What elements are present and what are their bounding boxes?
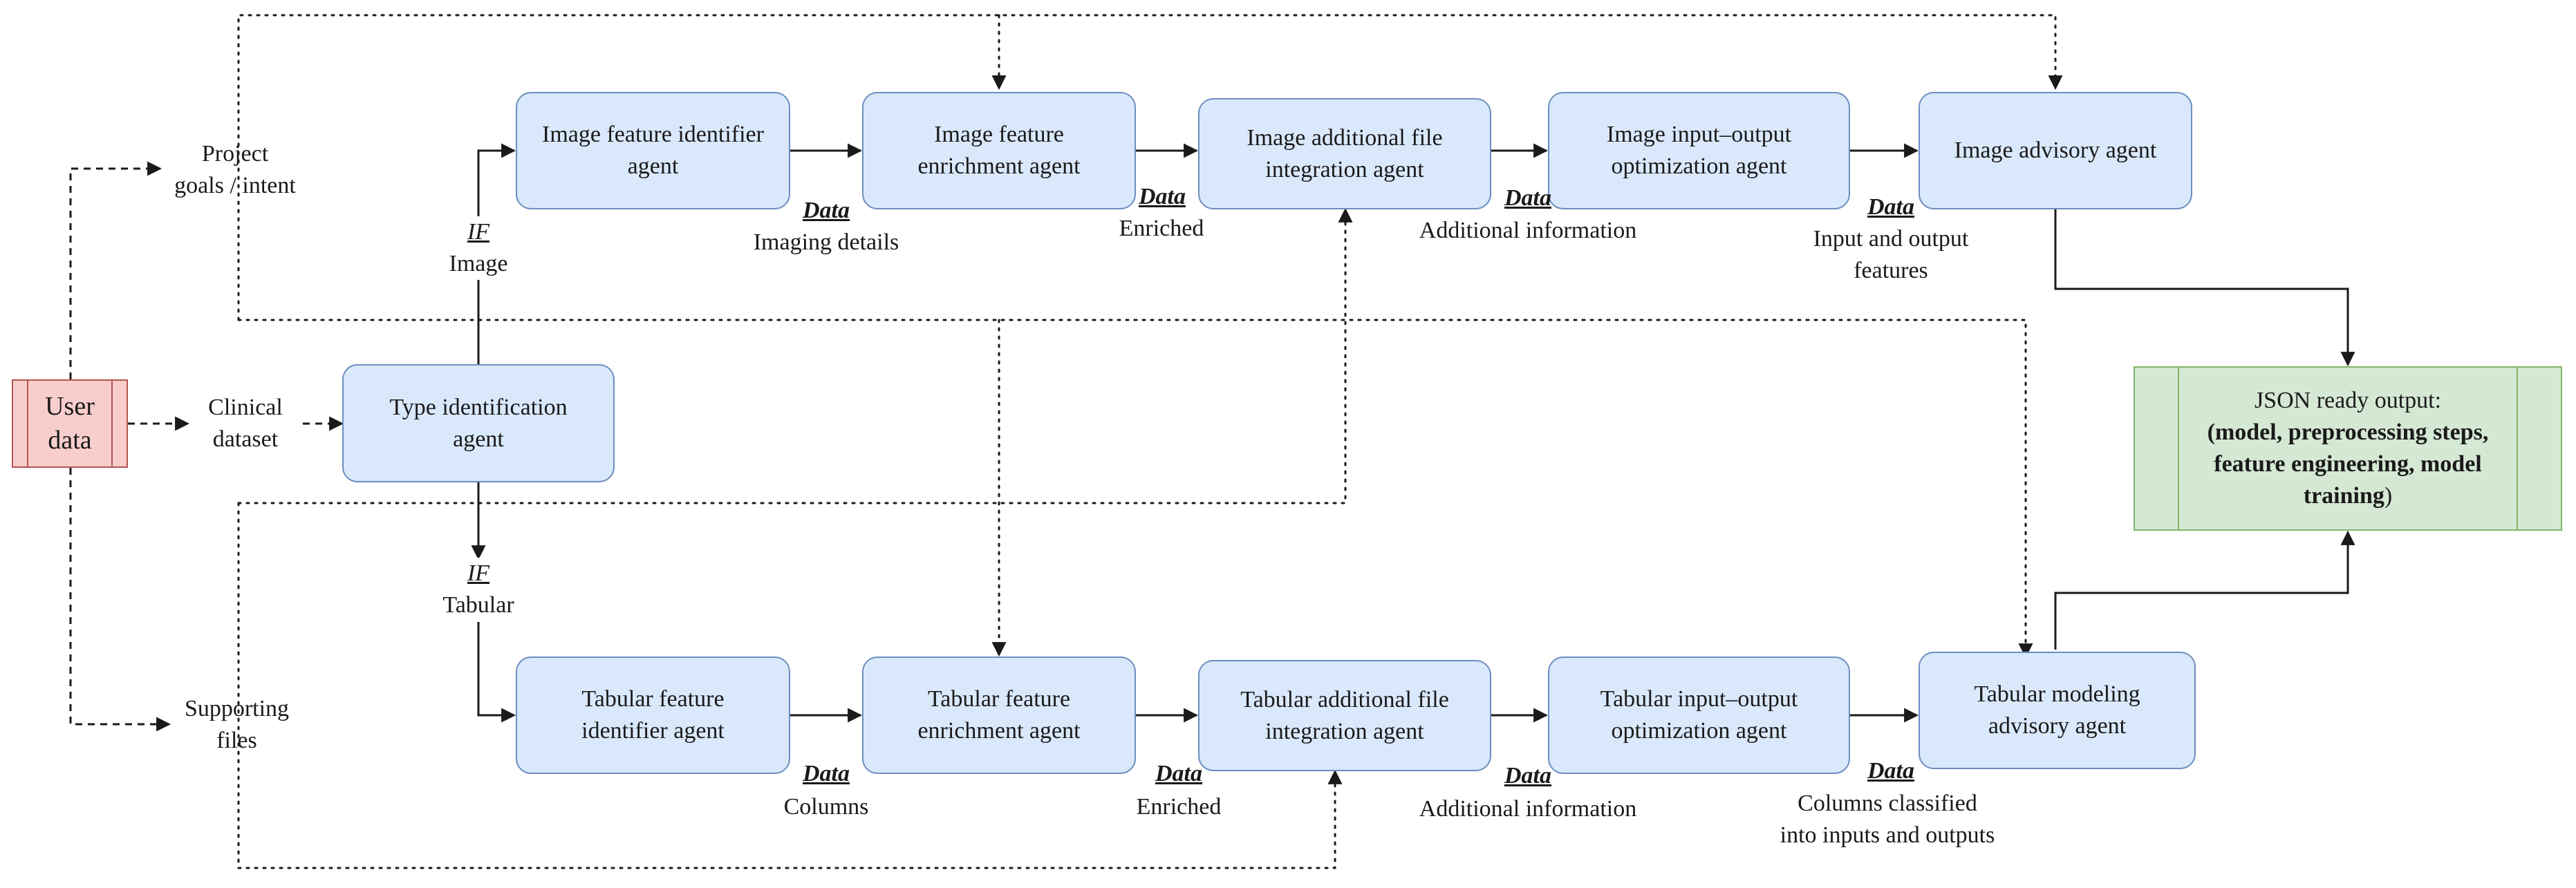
image-feature-enrichment-agent: Image feature enrichment agent: [862, 92, 1136, 209]
tabular-data-tag-4: Data: [1867, 758, 1914, 784]
image-data-text-2: Enriched: [1096, 213, 1227, 245]
tabular-data-tag-2: Data: [1155, 761, 1202, 786]
tabular-data-text-2: Enriched: [1113, 791, 1244, 823]
tabular-data-line-2: Enriched: [1136, 794, 1222, 820]
tabular-agent-2-line1: Tabular feature: [927, 686, 1071, 712]
image-data-tag-1: Data: [803, 198, 850, 223]
tabular-if-tag: IF: [467, 560, 490, 586]
tabular-data-line-3: Additional information: [1419, 796, 1637, 822]
image-advisory-agent: Image advisory agent: [1919, 92, 2192, 209]
image-data-tag-4: Data: [1867, 194, 1914, 220]
tabular-data-label-2: Data: [1148, 758, 1210, 790]
tabular-agent-5-line1: Tabular modeling: [1974, 681, 2140, 708]
image-data-tag-2: Data: [1139, 184, 1186, 209]
image-if-tag: IF: [467, 219, 490, 245]
tabular-feature-identifier-agent: Tabular feature identifier agent: [516, 656, 790, 774]
output-close: ): [2384, 482, 2393, 509]
arrow-tabular-branch: [477, 622, 516, 723]
tabular-agent-5-line2: advisory agent: [1988, 713, 2127, 739]
supporting-files-label: Supporting files: [169, 693, 304, 757]
tabular-data-text-1: Columns: [760, 791, 892, 823]
project-goals-label: Project goals / intent: [159, 138, 311, 202]
arrow-user-to-goals: [69, 161, 162, 379]
image-data-text-1: Imaging details: [726, 227, 926, 258]
output-title: JSON ready output:: [2254, 388, 2442, 414]
supporting-loop-line: [237, 502, 1343, 869]
image-data-label-4: Data: [1860, 191, 1922, 223]
image-agent-3-line1: Image additional file: [1247, 124, 1443, 151]
supporting-files-line1: Supporting: [184, 696, 290, 721]
image-agent-5-line1: Image advisory agent: [1954, 138, 2157, 164]
tabular-agent-4-line1: Tabular input–output: [1600, 686, 1798, 712]
arrow-image-to-output: [2054, 209, 2355, 367]
tabular-modeling-advisory-agent: Tabular modeling advisory agent: [1919, 652, 2196, 769]
tabular-data-label-1: Data: [795, 758, 857, 790]
tabular-data-label-3: Data: [1497, 760, 1559, 792]
tabular-agent-1-line1: Tabular feature: [581, 686, 725, 712]
type-agent-line1: Type identification: [389, 394, 568, 420]
tabular-agent-3-line1: Tabular additional file: [1240, 686, 1449, 712]
tabular-data-tag-3: Data: [1504, 763, 1551, 788]
image-data-tag-3: Data: [1504, 185, 1551, 211]
project-goals-line2: goals / intent: [174, 172, 296, 198]
tabular-data-line-4a: Columns classified: [1798, 791, 1977, 816]
image-agent-4-line1: Image input–output: [1606, 122, 1792, 148]
tabular-agent-3-line2: integration agent: [1265, 718, 1424, 744]
image-data-label-3: Data: [1497, 182, 1559, 214]
image-data-line-2: Enriched: [1119, 216, 1204, 241]
arrow-tabular-to-output: [2054, 530, 2355, 650]
image-feature-identifier-agent: Image feature identifier agent: [516, 92, 790, 209]
tabular-branch-label: IF Tabular: [423, 558, 534, 621]
user-data-line1: User: [45, 391, 95, 421]
user-data-line2: data: [48, 426, 92, 455]
tabular-branch-text: Tabular: [442, 592, 514, 618]
image-data-line-1: Imaging details: [753, 229, 899, 255]
image-agent-2-line1: Image feature: [934, 122, 1064, 148]
clinical-dataset-label: Clinical dataset: [188, 392, 303, 455]
image-data-line-3: Additional information: [1419, 218, 1637, 243]
image-data-label-1: Data: [795, 195, 857, 227]
arrow-type-to-image: [477, 143, 516, 364]
output-bold-text: (model, preprocessing steps, feature eng…: [2207, 419, 2489, 509]
image-data-text-3: Additional information: [1390, 215, 1666, 247]
image-agent-4-line2: optimization agent: [1611, 153, 1787, 179]
type-identification-agent: Type identification agent: [342, 364, 615, 482]
image-data-label-2: Data: [1131, 181, 1193, 213]
tabular-agent-4-line2: optimization agent: [1611, 718, 1787, 744]
image-input-output-optimization-agent: Image input–output optimization agent: [1548, 92, 1850, 209]
tabular-additional-file-integration-agent: Tabular additional file integration agent: [1198, 660, 1491, 771]
supporting-to-image-additional: [237, 207, 1353, 504]
supporting-files-line2: files: [216, 727, 257, 753]
tabular-agent-2-line2: enrichment agent: [917, 718, 1081, 744]
tabular-data-label-4: Data: [1860, 755, 1922, 787]
image-agent-1-line2: agent: [627, 153, 679, 179]
image-data-text-4: Input and output features: [1784, 223, 1998, 287]
clinical-dataset-line2: dataset: [212, 426, 279, 452]
tabular-data-text-4: Columns classified into inputs and outpu…: [1735, 788, 2040, 851]
image-branch-label: IF Image: [430, 216, 527, 280]
json-ready-output: JSON ready output: (model, preprocessing…: [2134, 366, 2562, 531]
image-agent-2-line2: enrichment agent: [917, 153, 1081, 179]
type-agent-line2: agent: [453, 426, 504, 452]
tabular-feature-enrichment-agent: Tabular feature enrichment agent: [862, 656, 1136, 774]
image-agent-3-line2: integration agent: [1265, 156, 1424, 182]
tabular-data-tag-1: Data: [803, 761, 850, 786]
tabular-data-text-3: Additional information: [1390, 793, 1666, 825]
tabular-data-line-1: Columns: [783, 794, 869, 820]
user-data-block: User data: [12, 379, 128, 468]
image-data-line-4a: Input and output: [1813, 226, 1969, 252]
image-data-line-4b: features: [1854, 257, 1928, 283]
project-goals-line1: Project: [201, 141, 269, 167]
arrow-user-to-supporting: [69, 468, 171, 732]
image-additional-file-integration-agent: Image additional file integration agent: [1198, 98, 1491, 209]
tabular-agent-1-line2: identifier agent: [581, 718, 725, 744]
image-agent-1-line1: Image feature identifier: [542, 122, 764, 148]
tabular-data-line-4b: into inputs and outputs: [1780, 822, 1995, 848]
clinical-dataset-line1: Clinical: [208, 395, 283, 420]
image-branch-text: Image: [449, 250, 508, 276]
tabular-input-output-optimization-agent: Tabular input–output optimization agent: [1548, 656, 1850, 774]
goals-loop-line: [237, 14, 2063, 321]
